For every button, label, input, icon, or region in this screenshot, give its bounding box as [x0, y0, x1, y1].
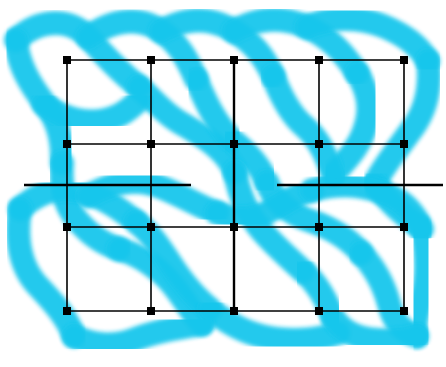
knot-band-segment-20: [223, 160, 315, 283]
grid-node-r2-c2: [147, 140, 155, 148]
grid-node-r1-c4: [315, 56, 323, 64]
grid-node-r3-c5: [400, 223, 408, 231]
knot-band-segment-3: [127, 75, 247, 184]
grid-node-r3-c1: [63, 223, 71, 231]
grid-node-r4-c2: [147, 307, 155, 315]
knot-band-segment-25: [403, 217, 439, 348]
knot-band-segment-18: [198, 297, 350, 353]
knot-band-segment-8: [295, 7, 440, 73]
grid-node-r4-c3: [230, 307, 238, 315]
knot-band-segment-9: [363, 49, 441, 195]
grid-node-r2-c1: [63, 140, 71, 148]
grid-node-r1-c3: [230, 56, 238, 64]
grid-node-r3-c4: [315, 223, 323, 231]
grid-node-r2-c5: [400, 140, 408, 148]
grid-node-layer: [63, 56, 408, 315]
knot-band-segment-11: [261, 64, 345, 187]
grid-node-r4-c4: [315, 307, 323, 315]
grid-node-r2-c3: [230, 140, 238, 148]
grid-node-r1-c1: [63, 56, 71, 64]
grid-node-r3-c3: [230, 223, 238, 231]
grid-node-r2-c4: [315, 140, 323, 148]
knot-band-segment-17: [124, 210, 222, 321]
grid-node-r4-c1: [63, 307, 71, 315]
grid-node-r4-c5: [400, 307, 408, 315]
grid-node-r1-c5: [400, 56, 408, 64]
knot-band-segment-16: [6, 197, 86, 348]
knot-band-segment-26: [321, 305, 429, 353]
knot-band-segment-10: [321, 61, 381, 187]
grid-node-r3-c2: [147, 223, 155, 231]
knot-band-segment-27: [32, 88, 151, 134]
grid-node-r1-c2: [147, 56, 155, 64]
knot-band-segment-19: [62, 312, 214, 357]
